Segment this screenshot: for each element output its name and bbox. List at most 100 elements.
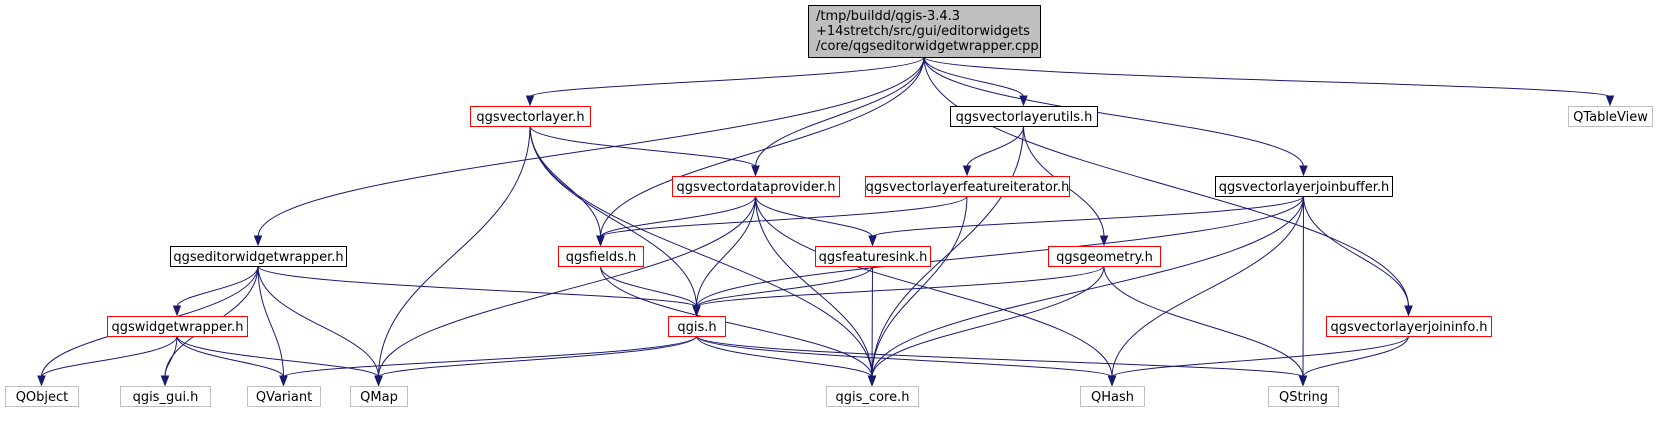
node-qgsvectorlayerjoininfo[interactable]: qgsvectorlayerjoininfo.h: [1326, 316, 1492, 337]
edge-line: [257, 265, 697, 308]
edge-arrowhead: [374, 375, 383, 387]
edge-line: [755, 195, 873, 238]
node-label: qgis_gui.h: [133, 390, 199, 405]
edge-arrowhead: [37, 375, 46, 387]
node-box: [1326, 316, 1492, 337]
edge-line: [600, 56, 925, 238]
node-label: qgis_core.h: [836, 390, 910, 405]
node-box: [107, 316, 248, 337]
edge-line: [871, 265, 873, 378]
edge-line: [176, 335, 379, 378]
edge-qgseditorwidgetwrapper-to-qgswidgetwrapper: [172, 265, 259, 317]
node-qgswidgetwrapper[interactable]: qgswidgetwrapper.h: [107, 316, 248, 337]
edge-line: [1111, 335, 1409, 378]
edge-arrowhead: [1605, 95, 1615, 107]
node-label: qgsvectorlayerjoinbuffer.h: [1219, 180, 1390, 195]
node-box: [5, 386, 79, 407]
edge-line: [871, 125, 1024, 378]
edges-layer: [37, 56, 1615, 387]
edge-root-to-qtableview: [923, 56, 1615, 107]
edge-line: [1303, 195, 1409, 308]
node-qgsfeaturesink[interactable]: qgsfeaturesink.h: [815, 246, 931, 267]
node-label: qgsvectorlayerjoininfo.h: [1330, 320, 1487, 335]
edge-qgsvectorlayerjoininfo-to-qstring: [1298, 335, 1409, 387]
node-qgis[interactable]: qgis.h: [668, 316, 726, 337]
edge-arrowhead: [172, 305, 182, 317]
edge-line: [696, 265, 1105, 308]
node-qgsvectorlayerfeatureiterator[interactable]: qgsvectorlayerfeatureiterator.h: [865, 176, 1070, 197]
edge-line: [600, 195, 756, 238]
edge-arrowhead: [867, 375, 877, 387]
node-box: [120, 386, 211, 407]
node-qgsgeometry[interactable]: qgsgeometry.h: [1048, 246, 1161, 267]
node-label: qgsfields.h: [566, 250, 636, 265]
node-box: [815, 246, 931, 267]
node-label: qgsvectordataprovider.h: [677, 180, 836, 195]
node-qgsfields[interactable]: qgsfields.h: [558, 246, 644, 267]
edge-qgseditorwidgetwrapper-to-qgis: [257, 265, 701, 317]
node-qgsvectorlayer[interactable]: qgsvectorlayer.h: [470, 106, 591, 127]
edge-arrowhead: [596, 235, 605, 247]
node-box: [672, 176, 840, 197]
edge-line: [600, 265, 697, 308]
edge-qgis-to-qmap: [374, 335, 697, 387]
edge-line: [378, 195, 756, 378]
edge-root-to-qgsfields: [596, 56, 925, 247]
edge-line: [529, 125, 601, 238]
node-root[interactable]: /tmp/buildd/qgis-3.4.3+14stretch/src/gui…: [808, 5, 1041, 58]
edge-root-to-qgsvectorlayerjoinbuffer: [923, 56, 1308, 177]
node-label: QTableView: [1573, 110, 1648, 125]
node-label: +14stretch/src/gui/editorwidgets: [816, 24, 1030, 39]
node-label: qgsvectorlayerfeatureiterator.h: [866, 180, 1070, 195]
node-box: [950, 106, 1098, 127]
node-label: QString: [1279, 390, 1328, 405]
edge-arrowhead: [1099, 235, 1109, 247]
edge-root-to-qgsvectorlayerutils: [923, 56, 1028, 107]
node-qgis_core: qgis_core.h: [826, 386, 919, 407]
edge-line: [257, 265, 379, 378]
node-qhash: QHash: [1080, 386, 1145, 407]
node-qvariant: QVariant: [247, 386, 321, 407]
edge-line: [257, 265, 284, 378]
node-qgsvectordataprovider[interactable]: qgsvectordataprovider.h: [672, 176, 840, 197]
node-label: qgis.h: [677, 320, 716, 335]
edge-line: [529, 125, 756, 168]
edge-arrowhead: [962, 165, 972, 177]
node-box: [1080, 386, 1145, 407]
edge-qgsvectorlayer-to-qmap: [374, 125, 531, 387]
node-label: qgsvectorlayer.h: [476, 110, 584, 125]
nodes-layer: /tmp/buildd/qgis-3.4.3+14stretch/src/gui…: [5, 5, 1653, 407]
edge-line: [176, 265, 259, 308]
node-box: [350, 386, 408, 407]
edge-qgsvectorlayerjoinbuffer-to-qgsvectorlayerjoininfo: [1303, 195, 1413, 317]
node-box: [668, 316, 726, 337]
node-qgsvectorlayerjoinbuffer[interactable]: qgsvectorlayerjoinbuffer.h: [1215, 176, 1393, 197]
node-box: [808, 5, 1041, 58]
node-box: [1268, 386, 1339, 407]
edge-arrowhead: [692, 305, 701, 317]
node-qtableview: QTableView: [1568, 106, 1653, 127]
node-box: [247, 386, 321, 407]
node-label: qgsgeometry.h: [1056, 250, 1153, 265]
edge-qgsvectorlayerjoinbuffer-to-qgis: [692, 195, 1304, 317]
node-label: /tmp/buildd/qgis-3.4.3: [816, 9, 960, 24]
node-box: [1215, 176, 1393, 197]
edge-line: [1103, 265, 1304, 378]
edge-line: [696, 265, 873, 308]
node-qmap: QMap: [350, 386, 408, 407]
edge-root-to-qgsvectordataprovider: [751, 56, 925, 177]
edge-arrowhead: [1019, 95, 1028, 107]
node-qgsvectorlayerutils[interactable]: qgsvectorlayerutils.h: [950, 106, 1098, 127]
edge-qgswidgetwrapper-to-qobject: [37, 335, 178, 387]
edge-arrowhead: [525, 95, 535, 107]
edge-qgsvectorlayerjoinbuffer-to-qhash: [1107, 195, 1304, 387]
edge-line: [696, 335, 1113, 378]
edge-qgsvectorlayerutils-to-qgsvectorlayerfeatureiterator: [962, 125, 1024, 177]
node-box: [170, 246, 347, 267]
edge-line: [923, 56, 1304, 168]
node-qgseditorwidgetwrapper[interactable]: qgseditorwidgetwrapper.h: [170, 246, 347, 267]
edge-arrowhead: [1299, 165, 1308, 177]
edge-line: [871, 195, 968, 378]
node-label: qgseditorwidgetwrapper.h: [173, 250, 343, 265]
